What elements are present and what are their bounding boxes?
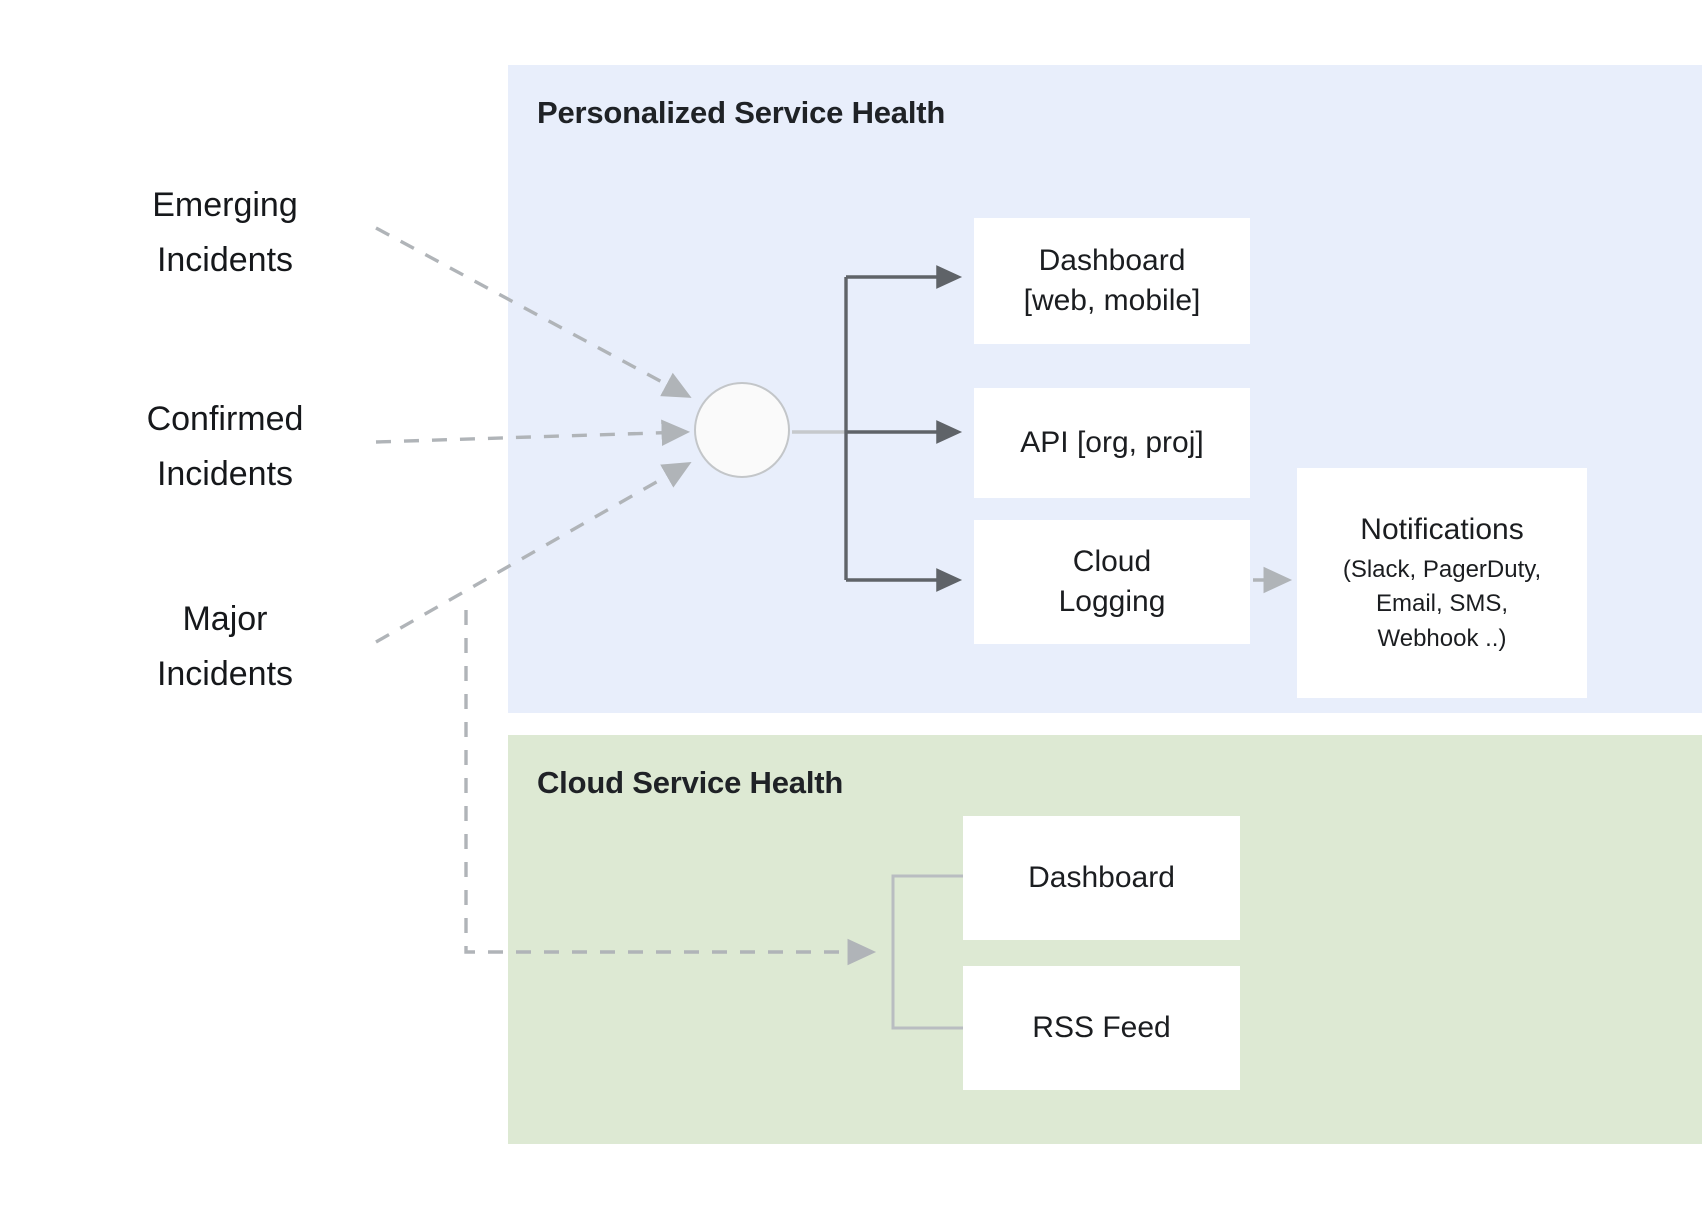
input-label-major-line2: Incidents xyxy=(156,655,294,694)
personalized-service-health-title: Personalized Service Health xyxy=(537,95,946,130)
node-cloud-logging-line2: Logging xyxy=(1058,585,1166,618)
node-csh-rss-feed: RSS Feed xyxy=(963,966,1240,1090)
node-notifications-channels-line3: Webhook ..) xyxy=(1377,624,1507,652)
node-csh-dashboard-label: Dashboard xyxy=(1028,861,1175,895)
aggregator-hub-node xyxy=(694,382,790,478)
node-dashboard-web-mobile-line1: Dashboard xyxy=(1038,244,1186,278)
node-dashboard-web-mobile: Dashboard [web, mobile] xyxy=(974,218,1250,344)
node-notifications-title: Notifications xyxy=(1360,513,1524,547)
node-notifications-channels-line1: (Slack, PagerDuty, xyxy=(1342,556,1542,584)
node-notifications-channels: (Slack, PagerDuty, Email, SMS, Webhook .… xyxy=(1343,553,1541,655)
input-label-emerging-line2: Incidents xyxy=(156,241,294,280)
node-api-org-proj: API [org, proj] xyxy=(974,388,1250,498)
node-notifications: Notifications (Slack, PagerDuty, Email, … xyxy=(1297,468,1587,698)
node-csh-dashboard: Dashboard xyxy=(963,816,1240,940)
node-api-org-proj-label: API [org, proj] xyxy=(1020,426,1204,460)
input-label-major-line1: Major xyxy=(182,600,268,638)
input-label-emerging-incidents: Emerging Incidents xyxy=(60,178,390,288)
input-label-emerging-line1: Emerging xyxy=(152,186,298,224)
node-cloud-logging-line1: Cloud xyxy=(1072,545,1152,579)
input-label-confirmed-incidents: Confirmed Incidents xyxy=(60,392,390,502)
input-label-confirmed-line1: Confirmed xyxy=(146,400,304,438)
input-label-major-incidents: Major Incidents xyxy=(60,592,390,702)
node-cloud-logging: Cloud Logging xyxy=(974,520,1250,644)
node-csh-rss-feed-label: RSS Feed xyxy=(1032,1011,1171,1045)
node-notifications-channels-line2: Email, SMS, xyxy=(1375,590,1508,618)
input-label-confirmed-line2: Incidents xyxy=(156,455,294,494)
node-dashboard-web-mobile-line2: [web, mobile] xyxy=(1023,284,1201,317)
cloud-service-health-title: Cloud Service Health xyxy=(537,765,844,800)
